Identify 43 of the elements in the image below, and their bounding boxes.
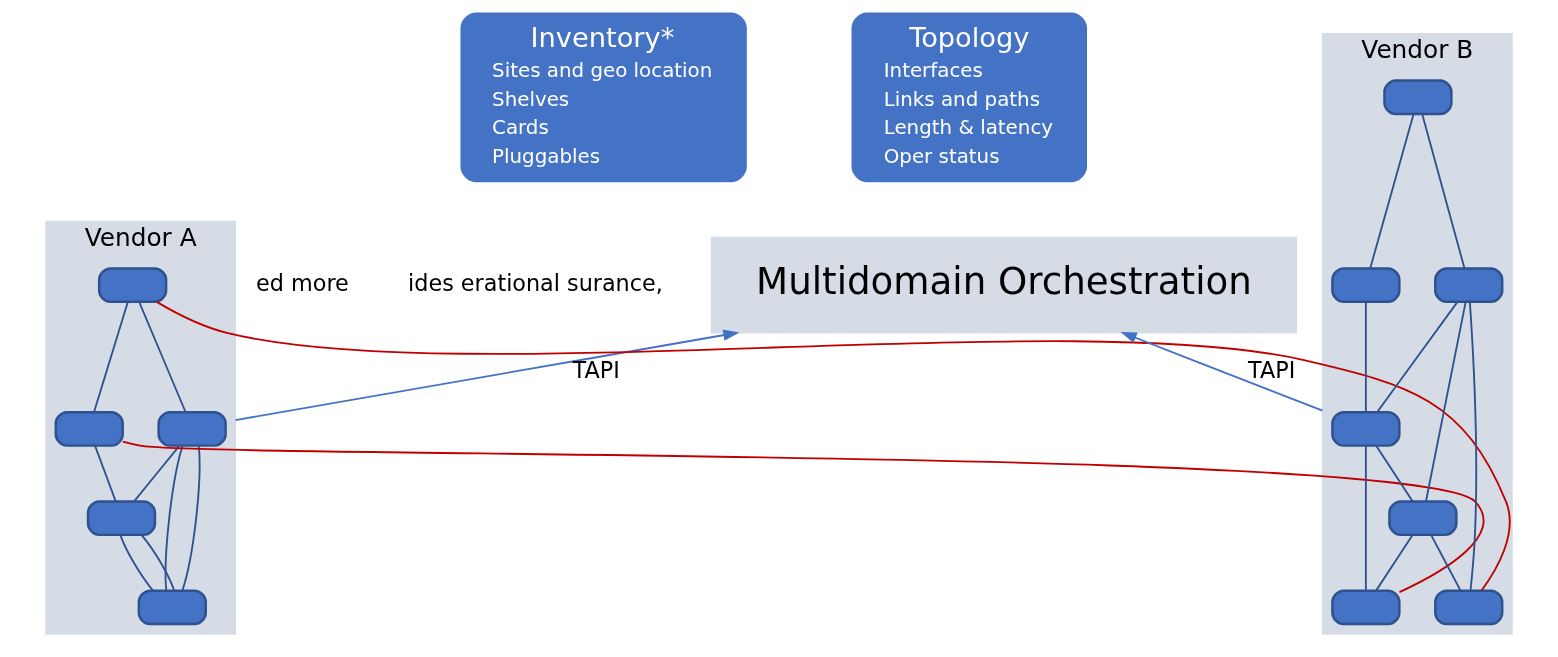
arrow [1120, 331, 1324, 412]
connector [138, 301, 187, 413]
edge-label: TAPI [572, 356, 620, 383]
connector [1421, 113, 1466, 269]
node-box [1331, 410, 1401, 447]
node-box: Topology Interfaces Links and paths Length & latency Oper status [851, 12, 1087, 183]
connector [133, 445, 181, 503]
label: ed more [256, 269, 349, 296]
connector [1376, 301, 1459, 413]
node-box: Inventory* Sites and geo location Shelves Cards Pluggables [460, 12, 747, 183]
connector [1430, 534, 1462, 592]
connector [93, 301, 129, 413]
node-box [157, 410, 227, 447]
connector [1375, 534, 1414, 592]
connector [1468, 301, 1478, 592]
node-box [1388, 500, 1458, 537]
cluster: Vendor A [45, 220, 237, 635]
node-box [1434, 589, 1504, 626]
edge-label: TAPI [1248, 356, 1296, 383]
connector [1369, 113, 1415, 269]
connector [119, 534, 154, 592]
connector [1375, 445, 1414, 503]
node-box [1434, 267, 1504, 304]
connector [1364, 301, 1367, 413]
connector [1364, 445, 1367, 592]
node-box [97, 267, 168, 304]
connector [155, 300, 1511, 592]
connector [94, 445, 117, 503]
connector [121, 440, 1485, 594]
cluster: Vendor B [1321, 32, 1513, 635]
connector [181, 445, 201, 592]
node-box [1331, 589, 1401, 626]
connector [141, 534, 176, 592]
connector [1425, 301, 1467, 502]
node-box: Multidomain Orchestration [710, 236, 1298, 334]
node-box [1331, 267, 1401, 304]
node-box [54, 410, 124, 447]
node-box [86, 500, 157, 537]
connector [164, 445, 184, 592]
node-box [1383, 79, 1453, 116]
node-box [137, 589, 207, 626]
label: ides erational surance, [408, 269, 663, 296]
arrow [234, 329, 740, 422]
